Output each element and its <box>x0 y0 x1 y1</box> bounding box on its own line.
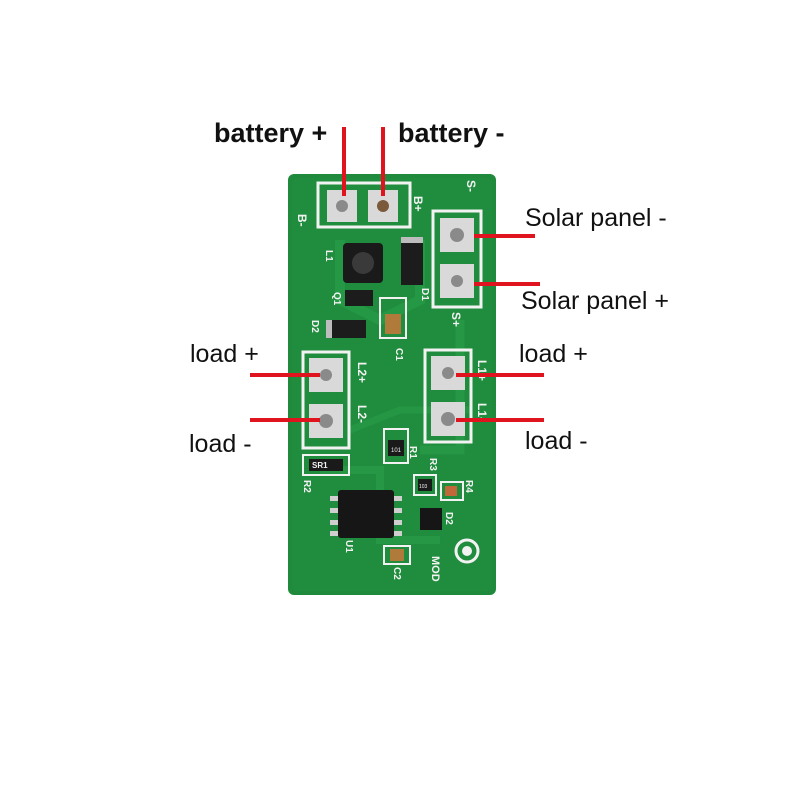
transistor-small <box>420 508 442 530</box>
silk-l2-minus: L2- <box>355 405 369 423</box>
label-load-plus-right: load + <box>519 340 588 368</box>
silk-sr1: SR1 <box>312 461 328 470</box>
diode-d1 <box>401 237 423 285</box>
ic-u1 <box>330 490 402 538</box>
resistor-sr1 <box>302 454 350 476</box>
transistor-q1 <box>345 290 373 306</box>
silk-r1: R1 <box>407 446 418 459</box>
silk-mod: MOD <box>429 556 441 582</box>
inductor-l1 <box>343 243 383 283</box>
label-battery-plus: battery + <box>214 118 328 148</box>
label-battery-minus: battery - <box>398 118 505 148</box>
solar-terminal-block <box>431 209 483 309</box>
silk-r3: R3 <box>427 458 438 471</box>
silk-s-minus: S- <box>464 180 478 192</box>
silk-r4: R4 <box>463 480 474 493</box>
left-load-terminal-block <box>301 350 351 450</box>
diode-d2 <box>326 320 366 338</box>
silk-r2: R2 <box>301 480 312 493</box>
label-load-minus-right: load - <box>525 427 588 455</box>
silk-u1: U1 <box>343 540 354 553</box>
silk-b-minus: B- <box>295 214 309 227</box>
mod-pad <box>454 538 480 564</box>
silk-d1: D1 <box>419 288 430 301</box>
silk-d2: D2 <box>309 320 320 333</box>
silk-d2b: D2 <box>443 512 454 525</box>
resistor-r3 <box>413 474 437 496</box>
silk-l1-plus: L1+ <box>475 360 489 381</box>
label-solar-minus: Solar panel - <box>525 204 667 232</box>
silk-l2-plus: L2+ <box>355 362 369 383</box>
label-load-plus-left: load + <box>190 340 259 368</box>
chip-marking-r3: 103 <box>419 484 428 490</box>
silk-l1-minus: L1- <box>475 403 489 421</box>
resistor-r1-area <box>383 428 409 464</box>
silk-l1: L1 <box>323 250 334 262</box>
silk-q1: Q1 <box>331 292 342 306</box>
resistor-r4 <box>440 481 464 501</box>
chip-marking-r1: 101 <box>391 448 402 454</box>
silk-b-plus: B+ <box>411 196 425 212</box>
silk-c2: C2 <box>391 567 402 580</box>
capacitor-c1 <box>379 297 407 339</box>
label-solar-plus: Solar panel + <box>521 287 670 315</box>
capacitor-c2 <box>383 545 411 565</box>
silkscreen-labels: B- B+ S- S+ L1 D1 Q1 D2 C1 L2+ L2- L1+ L… <box>295 180 489 582</box>
silk-c1: C1 <box>393 348 404 361</box>
indicator-wires <box>250 127 544 422</box>
silk-s-plus: S+ <box>449 312 463 327</box>
label-load-minus-left: load - <box>189 430 252 458</box>
